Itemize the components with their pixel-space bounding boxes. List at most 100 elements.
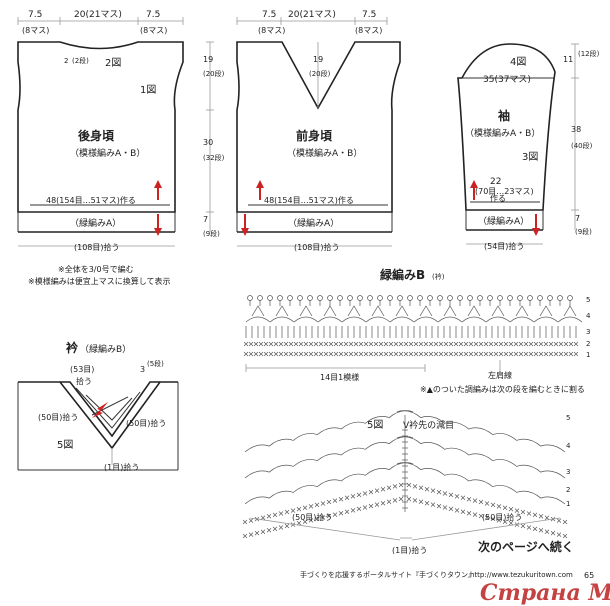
picot [417,295,423,301]
back-title: 後身頃 [78,128,115,143]
chain-arc [341,316,367,323]
sc-stitch [288,351,294,357]
back-side-rows: (32段) [203,153,225,162]
collar-right: (50目)拾う [126,418,166,428]
chain-arc [492,459,518,467]
sc-stitch [558,351,564,357]
picot [477,295,483,301]
chartb-row-4: 4 [586,312,591,320]
sc-stitch [308,341,314,347]
sc-stitch [438,341,444,347]
sc-stitch [298,351,304,357]
sc-stitch [418,499,424,505]
fan-stitch [491,305,505,317]
sc-stitch [318,341,324,347]
sc-stitch [544,529,550,534]
sc-stitch [386,499,392,505]
sc-stitch [320,501,326,506]
sc-stitch [363,351,369,357]
sc-stitch [463,341,469,347]
chain-arc [540,444,566,453]
sleeve-len-rows: (40段) [571,141,593,150]
sc-stitch [380,486,386,492]
sc-stitch [314,502,320,508]
sc-stitch [533,351,539,357]
sc-stitch [362,491,368,496]
back-edge-h: 7 [203,215,208,224]
back-width: 48(154目…51マス)作る [46,195,136,205]
sc-stitch [428,351,434,357]
sc-stitch [398,496,404,502]
sc-stitch [513,351,519,357]
sc-stitch [258,351,264,357]
continue-next-page: 次のページへ続く [478,539,574,554]
sc-stitch [356,492,362,498]
back-top-mid: 20(21マス) [74,10,122,20]
sc-stitch [460,509,466,515]
chartb-row-2: 2 [586,340,590,348]
sc-stitch [374,488,380,493]
picot [287,295,293,301]
picot [537,295,543,301]
fan-stitch [515,305,529,317]
fan-stitch [443,305,457,317]
chain-arc [388,410,414,419]
sc-stitch [273,351,279,357]
sc-stitch [344,509,350,515]
sc-stitch [358,351,364,357]
sleeve-piece: 4図 35(37マス) 袖 （模様編みA・B） 3図 22 (70目…23マス)… [457,43,600,251]
sc-stitch [343,341,349,347]
sc-stitch [393,351,399,357]
chart5-sub: V衿先の減目 [403,419,454,431]
sc-stitch [473,341,479,347]
front-edge: （緑編みA） [288,217,339,229]
sleeve-cap: 11 [563,55,573,64]
picot [427,295,433,301]
back-fig1: 1図 [140,84,156,96]
fan-stitch [395,305,409,317]
sc-stitch [290,508,296,513]
sc-stitch [302,519,308,524]
sc-stitch [303,351,309,357]
sc-stitch [350,508,356,513]
sc-stitch [490,502,496,508]
picot [267,295,273,301]
sc-stitch [553,351,559,357]
sc-stitch [318,351,324,357]
sc-stitch [563,351,569,357]
sc-stitch [373,351,379,357]
chain-arc [245,316,271,323]
sc-stitch [408,341,414,347]
picot [317,295,323,301]
sc-stitch [478,341,484,347]
fan-stitch [539,305,553,317]
sc-stitch [338,341,344,347]
sc-stitch [263,351,269,357]
chain-arc [388,436,414,445]
sc-stitch [368,489,374,495]
chain-arc [437,316,463,323]
sc-stitch [548,351,554,357]
picot [567,295,573,301]
sc-stitch [363,341,369,347]
sc-stitch [460,495,466,501]
sc-stitch [442,491,448,496]
sc-stitch [543,351,549,357]
sc-stitch [302,505,308,510]
sc-stitch [278,341,284,347]
sc-stitch [436,489,442,495]
sc-stitch [358,341,364,347]
chain-arc [516,490,542,499]
chain-arc [292,459,318,467]
sc-stitch [562,533,568,539]
fan-stitch [251,305,265,317]
chartb-repeat: 14目1模様 [320,372,359,382]
sc-stitch [573,341,579,347]
picot [277,295,283,301]
sc-stitch [383,341,389,347]
back-arm-rows: (20段) [203,69,225,78]
sc-stitch [508,341,514,347]
footer-url: http://www.tezukuritown.com [470,571,573,579]
sc-stitch [442,505,448,510]
